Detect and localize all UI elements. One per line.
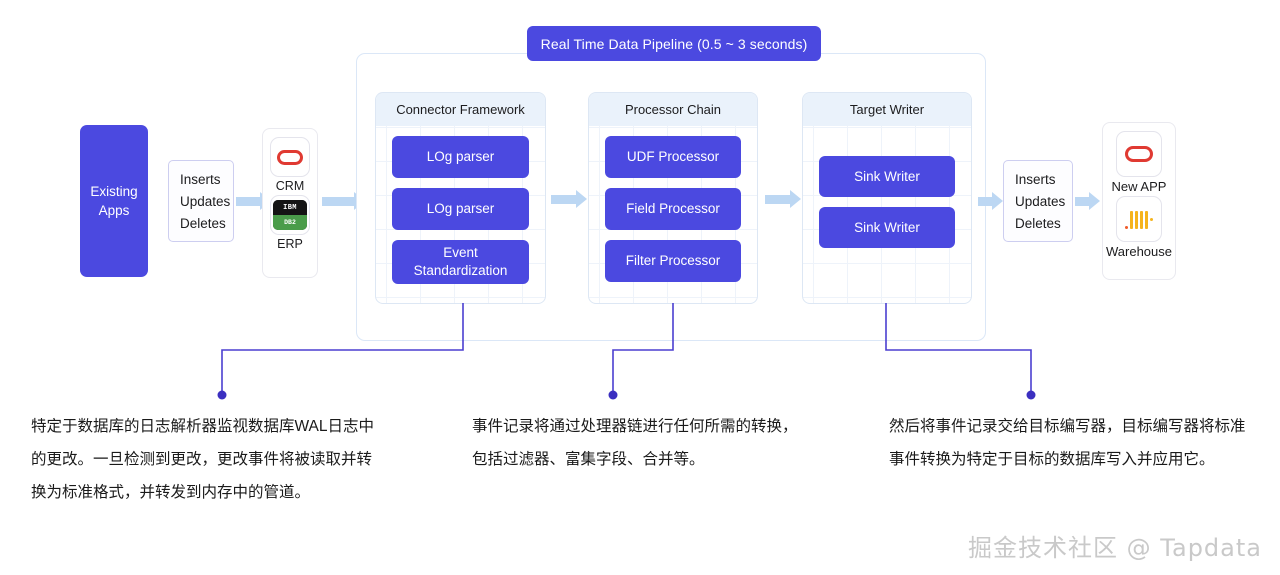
existing-apps-line2: Apps: [98, 203, 130, 218]
arrow-head: [1089, 192, 1100, 210]
source-label-crm: CRM: [275, 179, 305, 193]
callout-dot-2: [608, 390, 618, 400]
chip-field-processor[interactable]: Field Processor: [605, 188, 741, 230]
callout-dot-3: [1026, 390, 1036, 400]
stage-connector-framework: Connector Framework LOg parser LOg parse…: [375, 92, 546, 304]
target-systems-stack: New APP Warehouse: [1102, 122, 1176, 280]
existing-apps-line1: Existing: [90, 184, 138, 199]
callout-dot-1: [217, 390, 227, 400]
db2-product-text: DB2: [273, 215, 307, 230]
flow-arrow-6: [1075, 192, 1100, 210]
stage-title-processor-chain: Processor Chain: [589, 93, 757, 126]
target-node-warehouse: Warehouse: [1106, 196, 1172, 259]
chip-log-parser-1[interactable]: LOg parser: [392, 136, 529, 178]
warehouse-bar: [1130, 211, 1133, 229]
watermark: 掘金技术社区 @ Tapdata: [968, 534, 1262, 562]
db2-brand-text: IBM: [273, 200, 307, 215]
stage-processor-chain: Processor Chain UDF Processor Field Proc…: [588, 92, 758, 304]
stage-title-connector-framework: Connector Framework: [376, 93, 545, 126]
oracle-oval-shape: [1124, 146, 1153, 162]
stage-body-connector-framework: LOg parser LOg parser Event Standardizat…: [376, 126, 545, 284]
flow-arrow-4: [765, 190, 801, 208]
chip-log-parser-2[interactable]: LOg parser: [392, 188, 529, 230]
operation-updates: Updates: [1015, 193, 1066, 209]
arrow-head: [992, 192, 1003, 210]
target-label-warehouse: Warehouse: [1106, 244, 1172, 259]
warehouse-bars-shape: [1124, 209, 1154, 229]
warehouse-bar: [1140, 211, 1143, 229]
ibm-db2-icon: IBM DB2: [270, 195, 310, 235]
db2-tile: IBM DB2: [273, 200, 307, 230]
flow-arrow-5: [978, 192, 1003, 210]
caption-target-writer: 然后将事件记录交给目标编写器，目标编写器将标准事件转换为特定于目标的数据库写入并…: [889, 418, 1246, 468]
chip-sink-writer-2[interactable]: Sink Writer: [819, 207, 955, 248]
arrow-shaft: [551, 194, 576, 204]
arrow-head: [576, 190, 587, 208]
arrow-shaft: [236, 196, 260, 206]
source-node-erp: IBM DB2 ERP: [270, 195, 310, 251]
operations-box-left: Inserts Updates Deletes: [168, 160, 234, 242]
stage-title-target-writer: Target Writer: [803, 93, 971, 126]
arrow-shaft: [322, 196, 354, 206]
stage-target-writer: Target Writer Sink Writer Sink Writer: [802, 92, 972, 304]
operation-inserts: Inserts: [180, 171, 221, 187]
pipeline-title-badge: Real Time Data Pipeline (0.5 ~ 3 seconds…: [527, 26, 821, 61]
warehouse-bar: [1145, 211, 1148, 229]
stage-body-target-writer: Sink Writer Sink Writer: [803, 126, 971, 248]
chip-sink-writer-1[interactable]: Sink Writer: [819, 156, 955, 197]
arrow-shaft: [765, 194, 790, 204]
stage-body-processor-chain: UDF Processor Field Processor Filter Pro…: [589, 126, 757, 282]
source-systems-stack: CRM IBM DB2 ERP: [262, 128, 318, 278]
operation-updates: Updates: [180, 193, 231, 209]
source-label-erp: ERP: [277, 237, 303, 251]
flow-arrow-3: [551, 190, 587, 208]
existing-apps-block: Existing Apps: [80, 125, 148, 277]
arrow-shaft: [1075, 196, 1089, 206]
target-label-new-app: New APP: [1111, 179, 1167, 194]
warehouse-bars-icon: [1116, 196, 1162, 242]
warehouse-dot: [1124, 226, 1128, 229]
chip-event-standardization[interactable]: Event Standardization: [392, 240, 529, 284]
operations-box-right: Inserts Updates Deletes: [1003, 160, 1073, 242]
arrow-shaft: [978, 196, 992, 206]
warehouse-dot: [1150, 217, 1154, 221]
oracle-oval-icon: [1115, 131, 1162, 177]
caption-processor-chain: 事件记录将通过处理器链进行任何所需的转换，包括过滤器、富集字段、合并等。: [472, 418, 798, 468]
operation-inserts: Inserts: [1015, 171, 1056, 187]
chip-udf-processor[interactable]: UDF Processor: [605, 136, 741, 178]
source-node-crm: CRM: [270, 137, 310, 193]
arrow-head: [790, 190, 801, 208]
chip-filter-processor[interactable]: Filter Processor: [605, 240, 741, 282]
operation-deletes: Deletes: [180, 215, 226, 231]
oracle-oval-icon: [270, 137, 310, 177]
oracle-oval-shape: [277, 149, 303, 165]
warehouse-bar: [1135, 211, 1138, 229]
caption-connector-framework: 特定于数据库的日志解析器监视数据库WAL日志中的更改。一旦检测到更改，更改事件将…: [31, 418, 375, 501]
operation-deletes: Deletes: [1015, 215, 1061, 231]
target-node-new-app: New APP: [1111, 131, 1167, 194]
